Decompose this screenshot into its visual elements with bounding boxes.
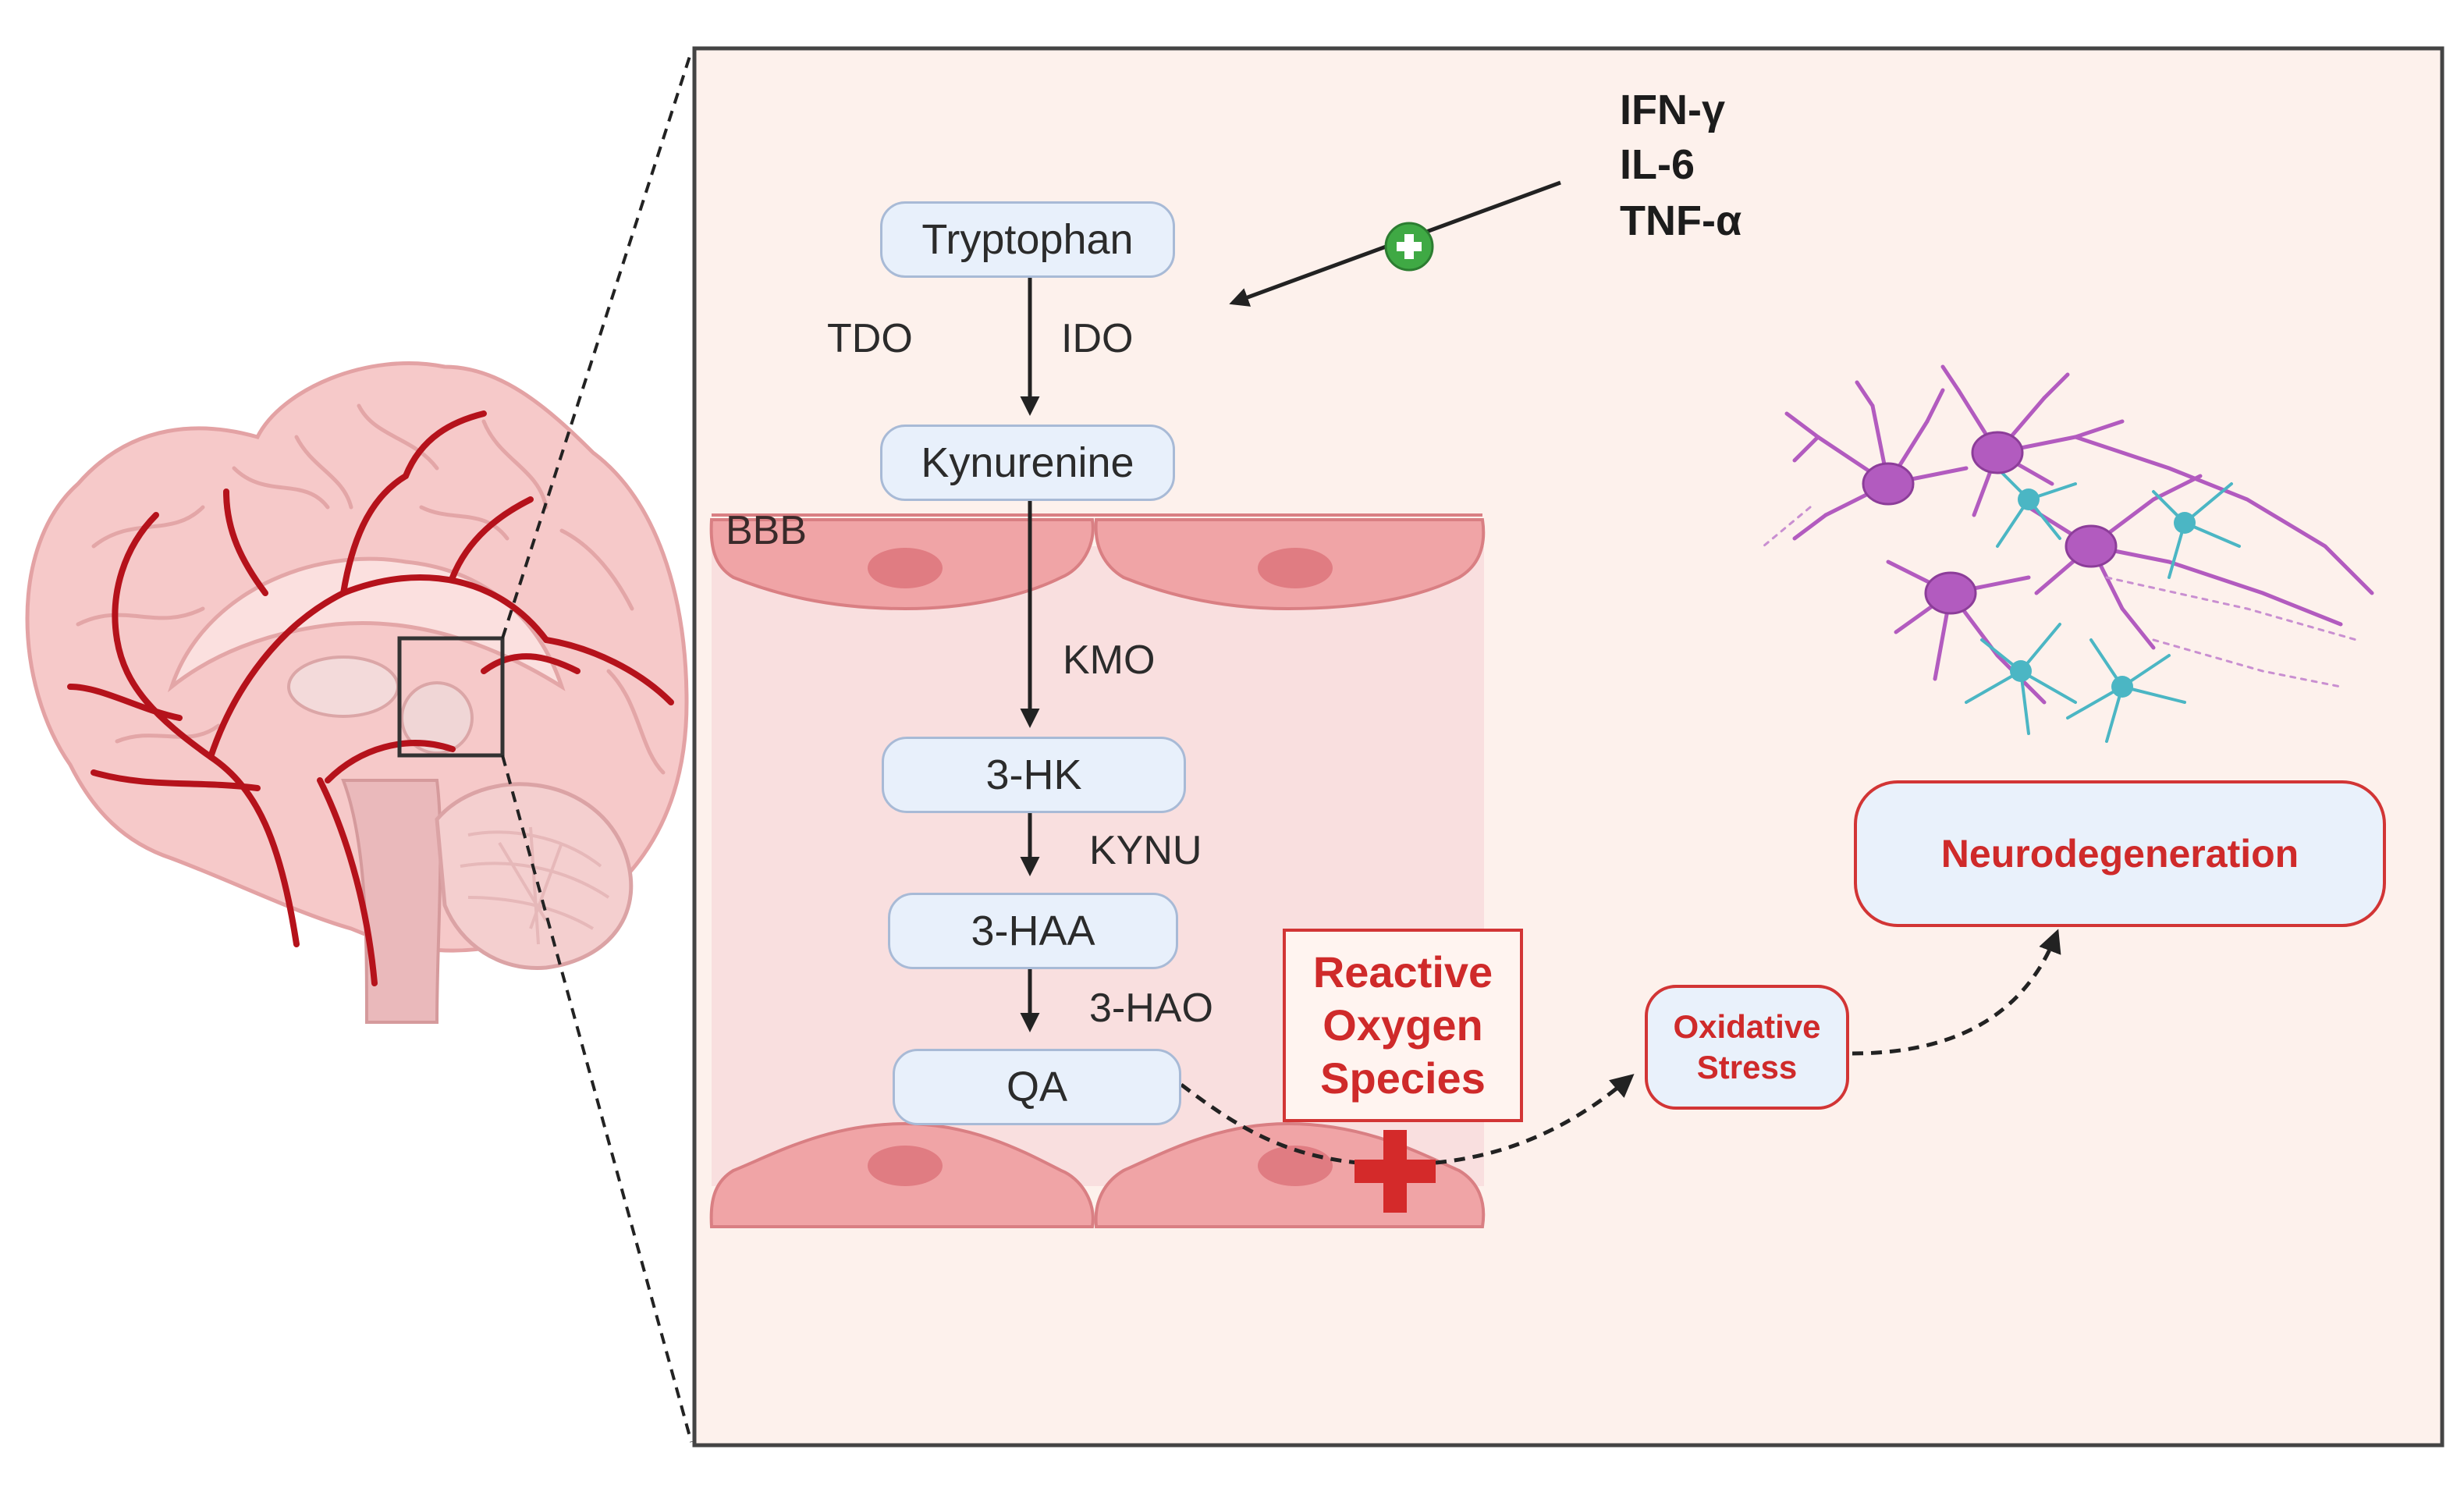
- cytokine-tnf-alpha: TNF-α: [1620, 197, 1742, 244]
- ros-line-2: Oxygen: [1323, 1000, 1483, 1050]
- node-3-haa: 3-HAA: [888, 893, 1178, 969]
- ros-box: Reactive Oxygen Species: [1283, 929, 1523, 1122]
- node-qa: QA: [893, 1049, 1181, 1125]
- node-kynurenine: Kynurenine: [880, 425, 1175, 501]
- zoom-line-bottom: [501, 755, 693, 1443]
- node-tryptophan: Tryptophan: [880, 201, 1175, 278]
- oxidative-stress-line-1: Oxidative: [1673, 1008, 1821, 1045]
- zoom-line-top: [501, 51, 693, 639]
- enzyme-kynu: KYNU: [1089, 828, 1202, 873]
- dashed-arrow-ros-oxidative: [1435, 1074, 1635, 1165]
- ros-line-1: Reactive: [1312, 947, 1493, 997]
- enzyme-3-hao: 3-HAO: [1089, 986, 1213, 1031]
- dashed-arrow-qa-ros: [1180, 1083, 1358, 1165]
- oxidative-stress-box: Oxidative Stress: [1645, 985, 1849, 1110]
- neurodegeneration-box: Neurodegeneration: [1854, 780, 2386, 927]
- oxidative-stress-line-2: Stress: [1696, 1049, 1798, 1085]
- plus-icon: [1384, 222, 1434, 272]
- enzyme-kmo: KMO: [1063, 638, 1156, 683]
- dashed-arrow-oxidative-neuro: [1852, 929, 2061, 1056]
- cytokine-ifn-gamma: IFN-γ: [1620, 87, 1725, 133]
- enzyme-tdo: TDO: [827, 316, 913, 361]
- enzyme-ido: IDO: [1061, 316, 1134, 361]
- neural-cells-illustration: [1762, 364, 2374, 743]
- cytokine-il-6: IL-6: [1620, 141, 1695, 188]
- node-3-hk: 3-HK: [882, 737, 1186, 813]
- brain-illustration: [25, 361, 689, 1024]
- bbb-label: BBB: [726, 508, 808, 553]
- zoom-region-box: [397, 636, 505, 758]
- ros-line-3: Species: [1320, 1053, 1486, 1103]
- neurodegeneration-label: Neurodegeneration: [1940, 832, 2299, 876]
- red-cross-icon: [1354, 1130, 1436, 1213]
